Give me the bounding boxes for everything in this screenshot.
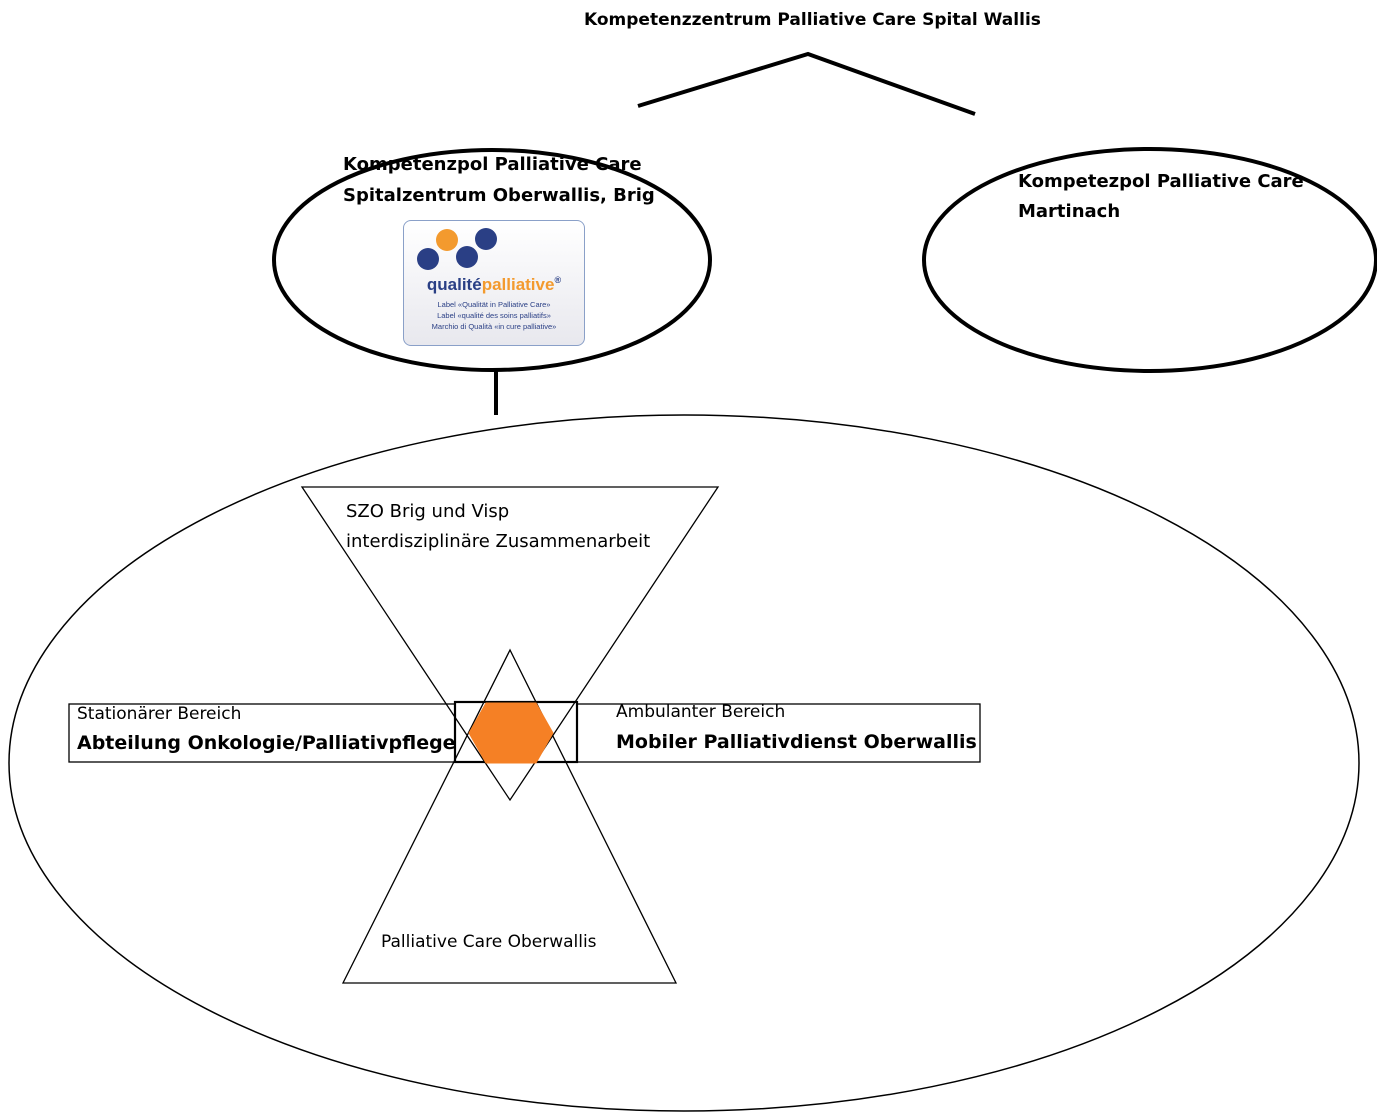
left-box-name: Abteilung Onkologie/Palliativpflege (77, 732, 456, 754)
bottom-triangle-label: Palliative Care Oberwallis (381, 932, 597, 952)
left-box-label: Stationärer Bereich (77, 704, 242, 724)
pole-right-ellipse (922, 147, 1377, 373)
pole-left-line2: Spitalzentrum Oberwallis, Brig (343, 185, 655, 206)
logo-dot-3 (456, 246, 478, 268)
diagram-title: Kompetenzzentrum Palliative Care Spital … (584, 10, 1041, 30)
center-hexagon (468, 702, 554, 764)
pole-right-line1: Kompetezpol Palliative Care (1018, 171, 1304, 192)
logo-wordmark: qualitépalliative® (404, 275, 584, 295)
top-triangle-line2: interdisziplinäre Zusammenarbeit (346, 531, 651, 552)
logo-line3: Marchio di Qualità «in cure palliative» (431, 322, 557, 331)
logo-registered-mark: ® (554, 275, 562, 285)
oberwallis-ellipse (8, 414, 1360, 1112)
logo-dot-2 (436, 229, 458, 251)
logo-line1: Label «Qualität in Palliative Care» (437, 300, 551, 309)
top-connector-lines (637, 51, 976, 116)
right-box-label: Ambulanter Bereich (616, 702, 786, 722)
logo-word-part2: palliative (481, 275, 555, 294)
pole-right-line2: Martinach (1018, 201, 1121, 222)
logo-line2: Label «qualité des soins palliatifs» (437, 311, 551, 320)
right-box-name: Mobiler Palliativdienst Oberwallis (616, 731, 977, 753)
pole-left-line1: Kompetenzpol Palliative Care (343, 154, 642, 175)
pole-left-ellipse (272, 148, 712, 372)
bottom-triangle (341, 648, 678, 984)
top-triangle-line1: SZO Brig und Visp (346, 501, 510, 522)
logo-word-part1: qualité (426, 275, 482, 294)
logo-dot-1 (417, 248, 439, 270)
top-triangle (300, 486, 720, 802)
logo-dot-4 (475, 228, 497, 250)
qualite-palliative-logo: qualitépalliative® Label «Qualität in Pa… (403, 220, 585, 346)
